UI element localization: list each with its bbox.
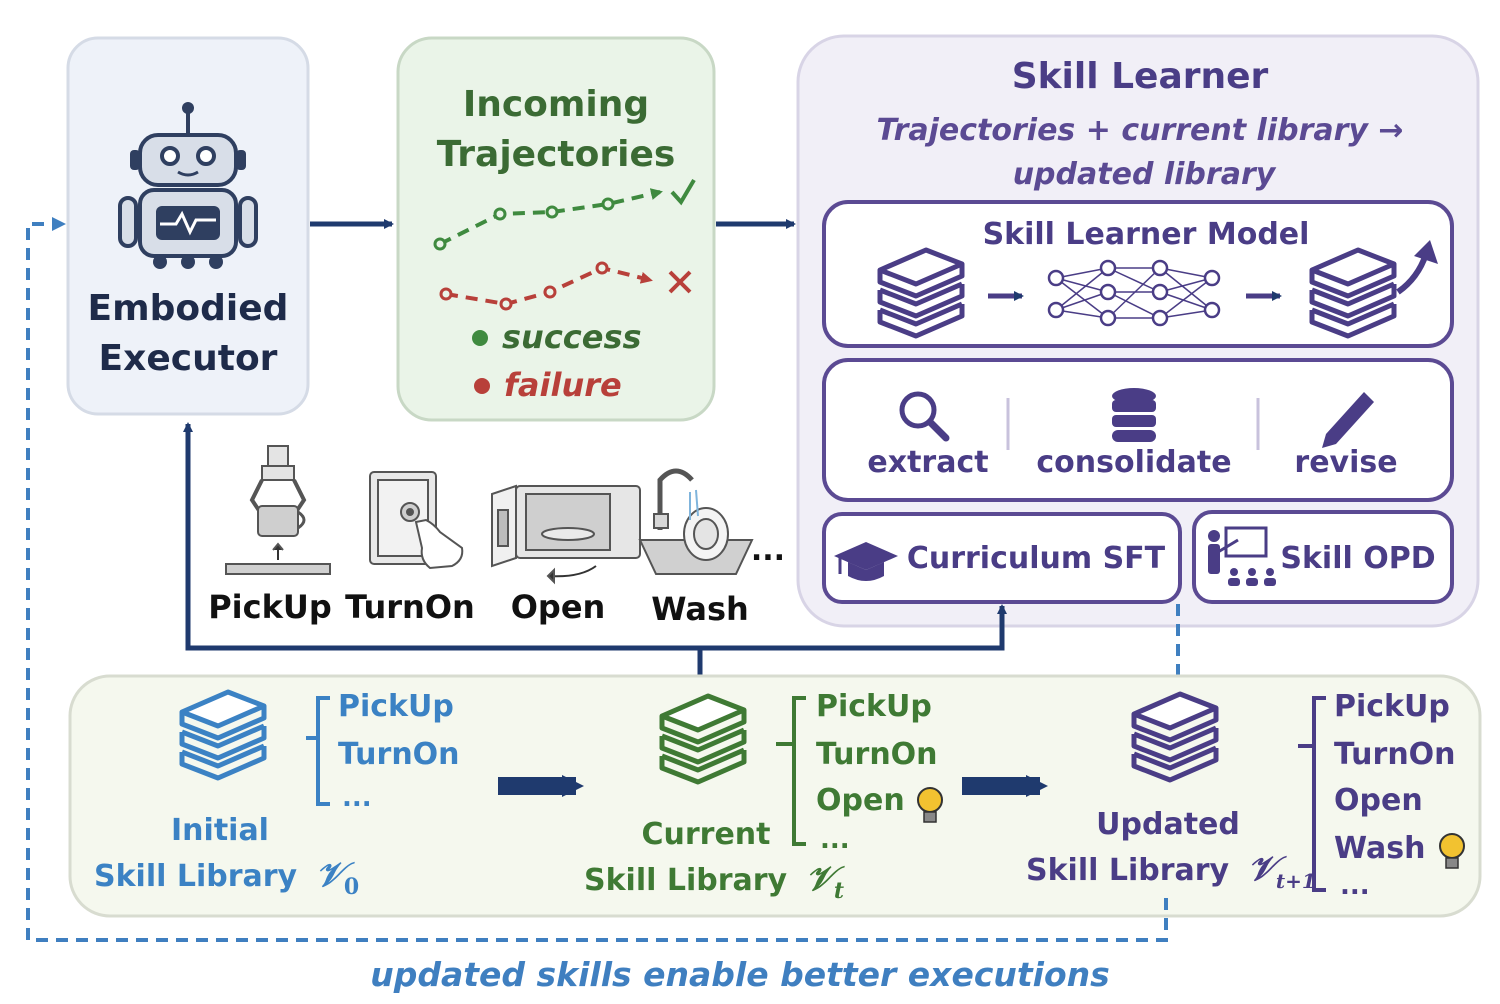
initial-item-2: TurnOn [338, 737, 460, 772]
legend-success: success [502, 318, 642, 356]
failure-dot [474, 378, 490, 394]
current-library: PickUp TurnOn Open ... Current Skill Lib… [584, 689, 943, 904]
learner-subtitle-line2: updated library [1013, 157, 1277, 192]
executor-title-line1: Embodied [88, 288, 289, 329]
skill-opd-label: Skill OPD [1280, 541, 1435, 576]
pencil-icon [1322, 392, 1374, 448]
updated-item-4: Wash [1334, 831, 1425, 866]
legend-failure: failure [504, 366, 622, 404]
updated-library: PickUp TurnOn Open Wash ... Updated Skil… [1026, 689, 1465, 901]
cross-icon [668, 270, 692, 294]
initial-title-line2: Skill Library 𝒱0 [94, 855, 359, 900]
feedback-loop-arrow [26, 217, 1168, 942]
initial-library: PickUp TurnOn ... Initial Skill Library … [94, 689, 460, 900]
skill-label-turnon: TurnOn [345, 588, 475, 626]
current-title-line1: Current [641, 817, 770, 852]
skill-opd-panel: Skill OPD [1192, 510, 1454, 604]
model-title: Skill Learner Model [983, 217, 1310, 252]
executor-title-line2: Executor [99, 338, 278, 379]
magnifier-icon [899, 391, 950, 442]
trajectories-title-line2: Trajectories [437, 134, 676, 175]
updated-title-line1: Updated [1096, 807, 1240, 842]
skill-row-ellipsis: ... [751, 533, 785, 568]
curriculum-sft-label: Curriculum SFT [907, 541, 1166, 576]
op-revise: revise [1294, 445, 1397, 480]
skill-label-wash: Wash [651, 590, 749, 628]
initial-item-3: ... [342, 783, 372, 813]
learner-title: Skill Learner [1012, 56, 1269, 97]
learner-ops-panel: extract consolidate revise [822, 358, 1454, 502]
database-icon [1112, 388, 1156, 442]
libraries-panel: PickUp TurnOn ... Initial Skill Library … [68, 674, 1482, 918]
failure-trajectory [439, 261, 692, 311]
updated-item-5: ... [1340, 871, 1370, 901]
success-dot [472, 330, 488, 346]
current-item-4: ... [820, 825, 850, 855]
skill-examples-row: PickUp TurnOn Open Wash ... [208, 445, 785, 628]
learner-subtitle-line1: Trajectories + current library → [876, 113, 1403, 148]
updated-item-1: PickUp [1334, 689, 1450, 724]
library-to-executor-connector [183, 422, 1007, 682]
initial-title-line1: Initial [171, 813, 269, 848]
teacher-icon [1208, 526, 1276, 586]
neural-network-icon [1047, 259, 1221, 327]
updated-item-3: Open [1334, 783, 1423, 818]
learner-model-panel: Skill Learner Model [822, 200, 1454, 348]
trajectories-title-line1: Incoming [463, 84, 649, 125]
current-item-3: Open [816, 783, 905, 818]
footer-caption: updated skills enable better executions [370, 955, 1110, 994]
skill-learner-box: Skill Learner Trajectories + current lib… [796, 34, 1480, 628]
updated-item-2: TurnOn [1334, 737, 1456, 772]
curriculum-sft-panel: Curriculum SFT [822, 512, 1182, 604]
success-trajectory [433, 178, 696, 251]
skill-label-open: Open [511, 588, 606, 626]
open-icon [491, 484, 641, 585]
lightbulb-icon [917, 787, 943, 823]
trajectories-box: Incoming Trajectories success failure [396, 36, 716, 422]
executor-box: Embodied Executor [66, 36, 310, 416]
current-item-1: PickUp [816, 689, 932, 724]
op-consolidate: consolidate [1036, 445, 1231, 480]
robot-icon [118, 102, 258, 269]
graduation-cap-icon [834, 542, 898, 581]
wash-icon [638, 468, 754, 575]
op-extract: extract [867, 445, 988, 480]
initial-item-1: PickUp [338, 689, 454, 724]
skill-label-pickup: PickUp [208, 588, 332, 626]
lightbulb-icon [1439, 833, 1465, 869]
check-icon [670, 178, 696, 206]
turnon-icon [369, 471, 464, 570]
current-item-2: TurnOn [816, 737, 938, 772]
current-title-line2: Skill Library 𝒱t [584, 859, 846, 904]
updated-title-line2: Skill Library 𝒱t+1 [1026, 849, 1316, 893]
pickup-icon [225, 445, 331, 575]
